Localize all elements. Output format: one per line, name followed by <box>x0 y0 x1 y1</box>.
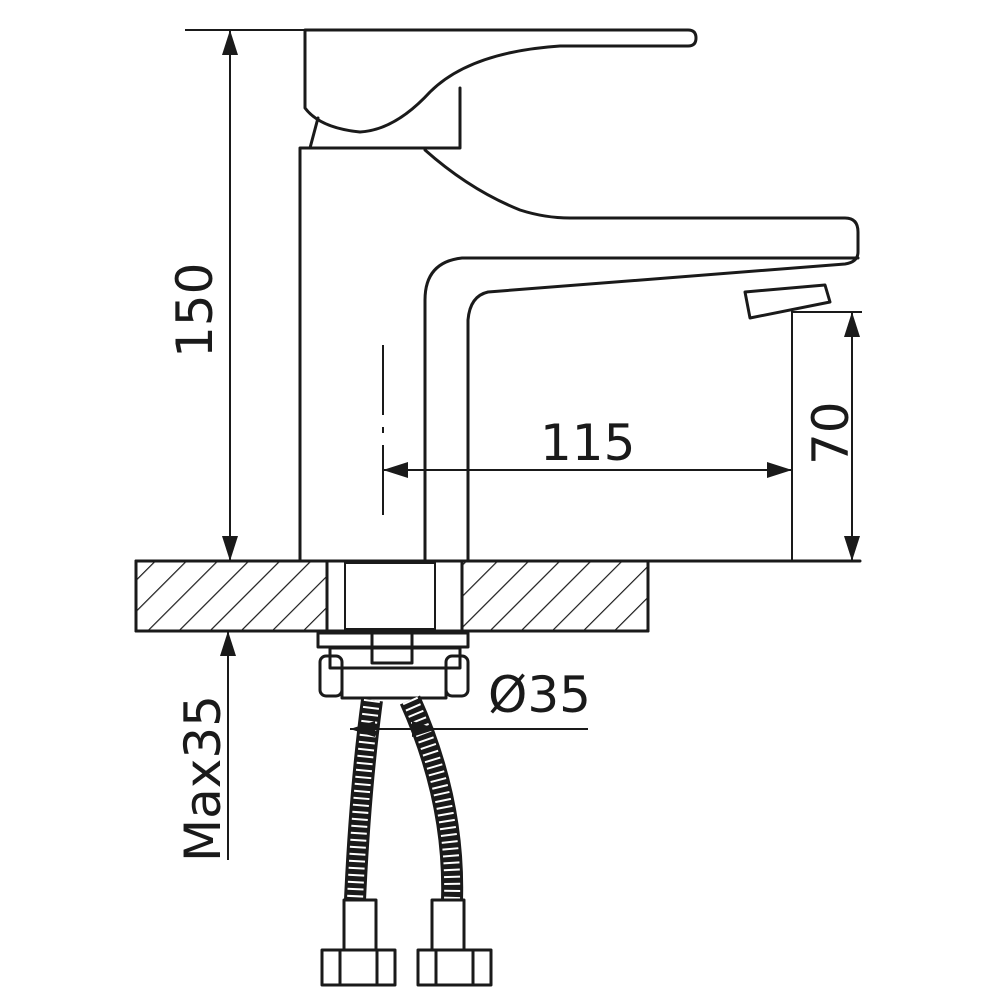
hose-nut-left <box>320 948 397 987</box>
dim-max-thickness-label: Max35 <box>174 695 232 862</box>
mounting-shank <box>316 559 470 700</box>
supply-hoses <box>320 695 493 987</box>
body-spout-curve <box>423 148 572 220</box>
dim-spout-height-label: 70 <box>802 401 860 465</box>
aerator <box>743 283 832 320</box>
dim-reach-label: 115 <box>540 414 635 472</box>
countertop-section <box>134 559 862 633</box>
spout <box>423 216 860 562</box>
dim-height-label: 150 <box>166 263 224 358</box>
dim-hole-diameter-label: Ø35 <box>488 666 591 724</box>
body-column <box>298 146 457 562</box>
cartridge-collar <box>308 86 462 150</box>
dimension-lines <box>185 29 862 860</box>
faucet-body <box>298 28 860 562</box>
hose-nut-right <box>416 948 493 987</box>
handle-lever <box>303 28 698 134</box>
